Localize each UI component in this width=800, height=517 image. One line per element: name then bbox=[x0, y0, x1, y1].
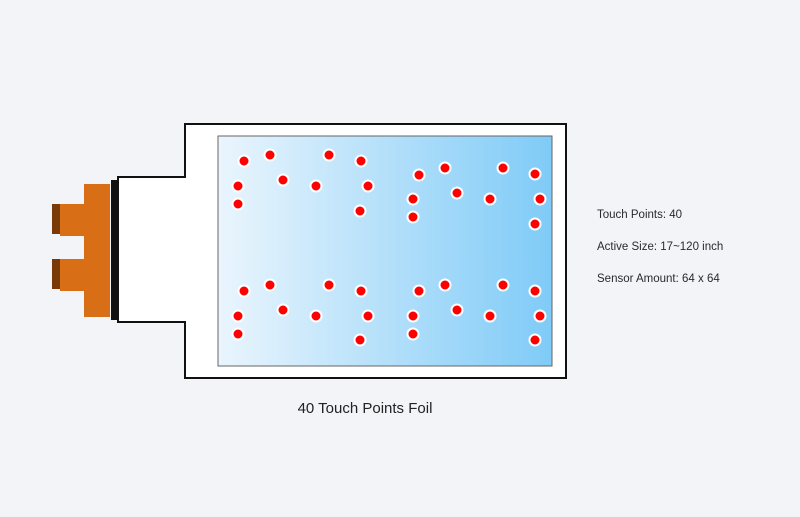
red-dot-icon bbox=[361, 179, 375, 193]
spec-active-size: Active Size: 17~120 inch bbox=[597, 241, 724, 253]
red-dot-icon bbox=[483, 309, 497, 323]
red-dot-icon bbox=[354, 284, 368, 298]
red-dot-icon bbox=[276, 173, 290, 187]
red-dot-icon bbox=[450, 186, 464, 200]
red-dot-icon bbox=[309, 309, 323, 323]
red-dot-icon bbox=[353, 333, 367, 347]
red-dot-icon bbox=[354, 154, 368, 168]
red-dot-icon bbox=[496, 278, 510, 292]
red-dot-icon bbox=[438, 161, 452, 175]
red-dot-icon bbox=[231, 327, 245, 341]
red-dot-icon bbox=[496, 161, 510, 175]
red-dot-icon bbox=[353, 204, 367, 218]
red-dot-icon bbox=[231, 197, 245, 211]
red-dot-icon bbox=[263, 148, 277, 162]
red-dot-icon bbox=[438, 278, 452, 292]
red-dot-icon bbox=[406, 192, 420, 206]
red-dot-icon bbox=[412, 168, 426, 182]
red-dot-icon bbox=[263, 278, 277, 292]
red-dot-icon bbox=[483, 192, 497, 206]
red-dot-icon bbox=[533, 192, 547, 206]
red-dot-icon bbox=[322, 278, 336, 292]
red-dot-icon bbox=[309, 179, 323, 193]
red-dot-icon bbox=[412, 284, 426, 298]
red-dot-icon bbox=[450, 303, 464, 317]
red-dot-icon bbox=[528, 217, 542, 231]
red-dot-icon bbox=[237, 154, 251, 168]
connector-body bbox=[60, 184, 110, 317]
red-dot-icon bbox=[528, 333, 542, 347]
red-dot-icon bbox=[406, 210, 420, 224]
spec-touch-points: Touch Points: 40 bbox=[597, 209, 683, 221]
red-dot-icon bbox=[231, 179, 245, 193]
red-dot-icon bbox=[322, 148, 336, 162]
red-dot-icon bbox=[361, 309, 375, 323]
touch-points-group bbox=[231, 148, 547, 347]
red-dot-icon bbox=[528, 167, 542, 181]
connector-bar bbox=[111, 180, 118, 320]
red-dot-icon bbox=[231, 309, 245, 323]
red-dot-icon bbox=[528, 284, 542, 298]
red-dot-icon bbox=[533, 309, 547, 323]
red-dot-icon bbox=[406, 327, 420, 341]
red-dot-icon bbox=[406, 309, 420, 323]
diagram-caption: 40 Touch Points Foil bbox=[297, 400, 433, 417]
active-area-panel bbox=[217, 135, 553, 367]
red-dot-icon bbox=[237, 284, 251, 298]
flex-connector bbox=[52, 180, 118, 320]
spec-sensor-amount: Sensor Amount: 64 x 64 bbox=[597, 273, 720, 285]
red-dot-icon bbox=[276, 303, 290, 317]
